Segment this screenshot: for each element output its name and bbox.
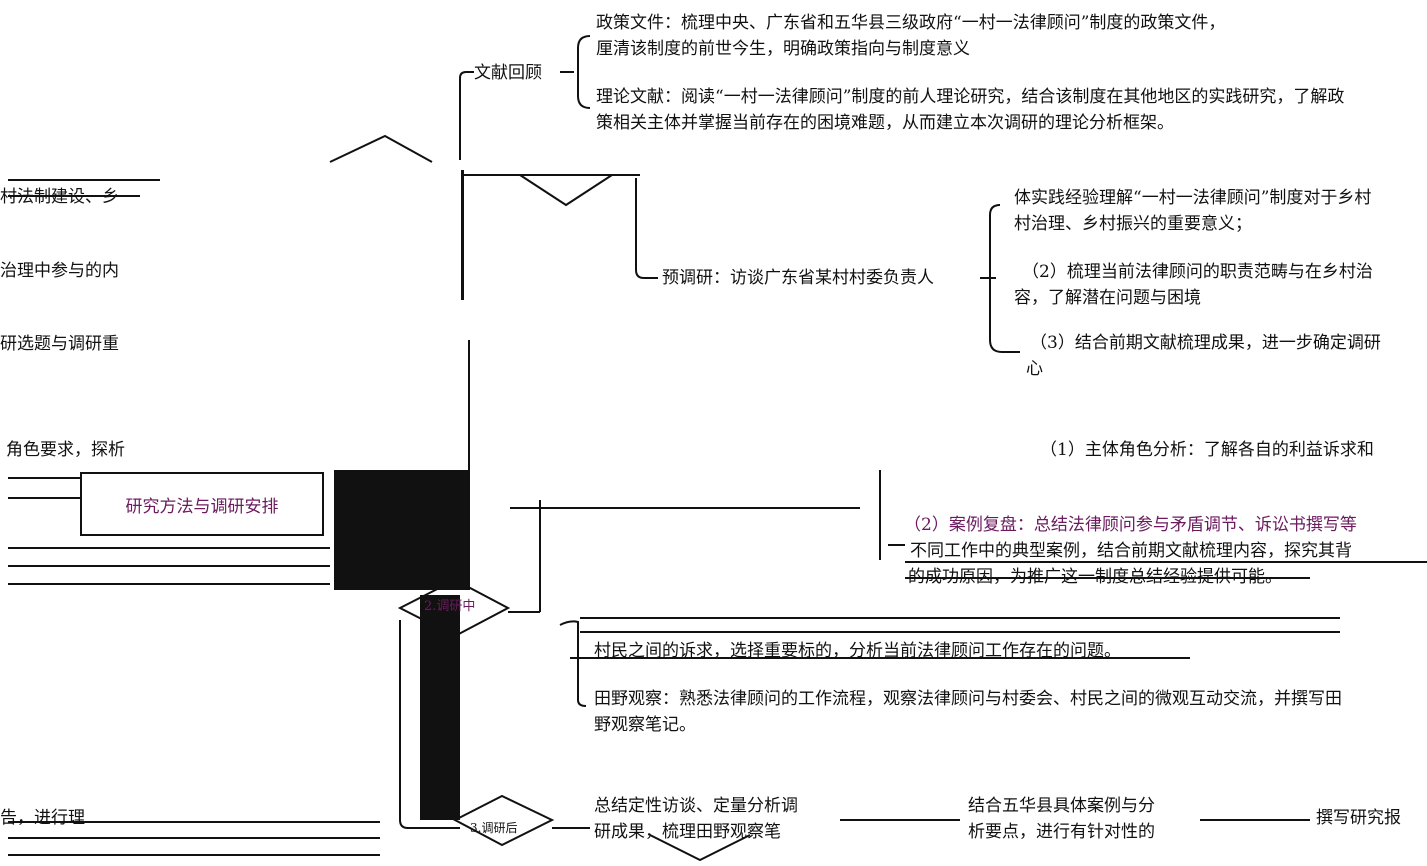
left-fragment-2: 治理中参与的内 (0, 261, 119, 281)
black-band (334, 470, 470, 590)
pre-research-item2-line2: 容，了解潜在问题与困境 (1014, 288, 1201, 308)
combine-line1: 结合五华县具体案例与分 (968, 796, 1155, 816)
summary-line2: 研成果，梳理田野观察笔 (594, 822, 781, 842)
phase2-label: 2.调研中 (424, 599, 476, 614)
left-fragment-1: 村法制建设、乡 (0, 187, 119, 207)
research-method-box: 研究方法与调研安排 (80, 472, 324, 536)
combine-line2: 析要点，进行有针对性的 (968, 822, 1155, 842)
phase3-label: 3.调研后 (470, 821, 518, 835)
pre-research-item1-line1: 体实践经验理解“一村一法律顾问”制度对于乡村 (1014, 188, 1372, 208)
theory-literature-text: 理论文献：阅读“一村一法律顾问”制度的前人理论研究，结合该制度在其他地区的实践研… (596, 87, 1345, 133)
pre-research-item2-line1: （2）梳理当前法律顾问的职责范畴与在乡村治 (1022, 262, 1373, 282)
vertical-rule (461, 170, 464, 300)
pre-research-item3-line2: 心 (1026, 359, 1043, 379)
case-review-line1: （2）案例复盘：总结法律顾问参与矛盾调节、诉讼书撰写等 (904, 515, 1357, 535)
interview-note-text: 村民之间的诉求，选择重要标的，分析当前法律顾问工作存在的问题。 (594, 641, 1121, 661)
field-observation-text: 田野观察：熟悉法律顾问的工作流程，观察法律顾问与村委会、村民之间的微观互动交流，… (594, 689, 1342, 735)
pre-research-item1-line2: 村治理、乡村振兴的重要意义； (1014, 214, 1252, 234)
pre-research-item3-line1: （3）结合前期文献梳理成果，进一步确定调研 (1030, 333, 1381, 353)
case-review-line3: 的成功原因，为推广这一制度总结经验提供可能。 (908, 567, 1282, 587)
vertical-rule-2 (468, 340, 470, 470)
policy-documents-text: 政策文件：梳理中央、广东省和五华县三级政府“一村一法律顾问”制度的政策文件，厘清… (596, 13, 1226, 59)
black-column (420, 595, 460, 820)
report-text: 撰写研究报 (1316, 808, 1401, 828)
left-fragment-4: 角色要求，探析 (6, 440, 125, 460)
summary-line1: 总结定性访谈、定量分析调 (594, 796, 798, 816)
left-fragment-3: 研选题与调研重 (0, 334, 119, 354)
case-review-line2: 不同工作中的典型案例，结合前期文献梳理内容，探究其背 (910, 541, 1352, 561)
literature-label: 文献回顾 (474, 63, 542, 83)
role-analysis-text: （1）主体角色分析：了解各自的利益诉求和 (1040, 440, 1374, 460)
pre-research-label: 预调研：访谈广东省某村村委负责人 (662, 268, 934, 288)
left-fragment-5: 告，进行理 (0, 808, 85, 828)
